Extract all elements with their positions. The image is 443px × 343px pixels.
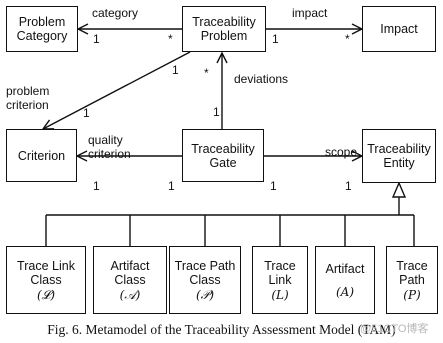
multiplicity: * (345, 32, 350, 46)
box-label-line: Artifact (325, 261, 365, 276)
multiplicity: * (204, 66, 209, 80)
multiplicity: 1 (93, 32, 100, 46)
multiplicity: 1 (168, 179, 175, 193)
traceability-entity-box: Traceability Entity (362, 129, 436, 183)
box-label-line: Category (16, 29, 68, 43)
box-label-line: Traceability (192, 15, 256, 29)
deviations-label: deviations (234, 72, 289, 86)
box-label-line: Artifact (110, 258, 150, 273)
trace-path-box: Trace Path (P) (386, 246, 438, 314)
criterion-box: Criterion (6, 129, 77, 182)
multiplicity: 1 (270, 179, 277, 193)
impact-label: impact (292, 6, 328, 20)
box-label-line: Trace Path (174, 258, 236, 273)
multiplicity: * (168, 32, 173, 46)
impact-box: Impact (362, 6, 436, 52)
box-symbol: (L) (271, 287, 289, 302)
box-label-line: Problem (18, 15, 66, 29)
multiplicity: 1 (172, 63, 179, 77)
problem-criterion-association (43, 51, 191, 129)
box-label-line: Path (399, 272, 425, 287)
box-label-line: Class (189, 272, 221, 287)
multiplicity: 1 (345, 179, 352, 193)
box-label-line: Impact (380, 22, 418, 36)
traceability-problem-box: Traceability Problem (182, 6, 266, 52)
box-label-line: Entity (383, 156, 415, 170)
artifact-box: Artifact (A) (315, 246, 375, 314)
scope-label: scope (325, 145, 358, 159)
problem-category-box: Problem Category (6, 6, 78, 52)
box-label-line: Traceability (191, 141, 255, 156)
trace-link-class-box: Trace Link Class (𝓛) (6, 246, 86, 314)
trace-path-class-box: Trace Path Class (𝒫) (169, 246, 241, 314)
category-label: category (92, 6, 139, 20)
box-label-line: Trace (396, 258, 428, 273)
box-symbol: (A) (335, 284, 355, 299)
box-symbol: (𝓛) (36, 287, 56, 302)
box-label-line: Traceability (367, 142, 431, 156)
multiplicity: 1 (272, 32, 279, 46)
box-label-line: Trace (264, 258, 296, 273)
box-symbol: (𝒜) (119, 287, 141, 302)
quality-criterion-label-line2: criterion (88, 147, 131, 161)
generalization-arrowhead (391, 181, 407, 198)
box-label-line: Problem (200, 29, 248, 43)
problem-criterion-label-line1: problem (6, 84, 50, 98)
box-label-line: Criterion (17, 148, 66, 163)
box-symbol: (𝒫) (195, 287, 214, 302)
multiplicity: 1 (93, 179, 100, 193)
artifact-class-box: Artifact Class (𝒜) (93, 246, 167, 314)
multiplicity: 1 (213, 105, 220, 119)
watermark: @51CTO博客 (360, 323, 429, 335)
problem-criterion-label-line2: criterion (6, 98, 49, 112)
box-label-line: Class (30, 272, 62, 287)
trace-link-box: Trace Link (L) (252, 246, 308, 314)
box-label-line: Gate (209, 155, 237, 170)
figure-caption: Fig. 6. Metamodel of the Traceability As… (47, 322, 396, 337)
quality-criterion-label-line1: quality (88, 133, 123, 147)
box-label-line: Link (268, 272, 292, 287)
multiplicity: 1 (83, 106, 90, 120)
box-label-line: Class (114, 272, 146, 287)
box-symbol: (P) (403, 287, 421, 302)
traceability-gate-box: Traceability Gate (182, 129, 264, 182)
box-label-line: Trace Link (17, 258, 75, 273)
